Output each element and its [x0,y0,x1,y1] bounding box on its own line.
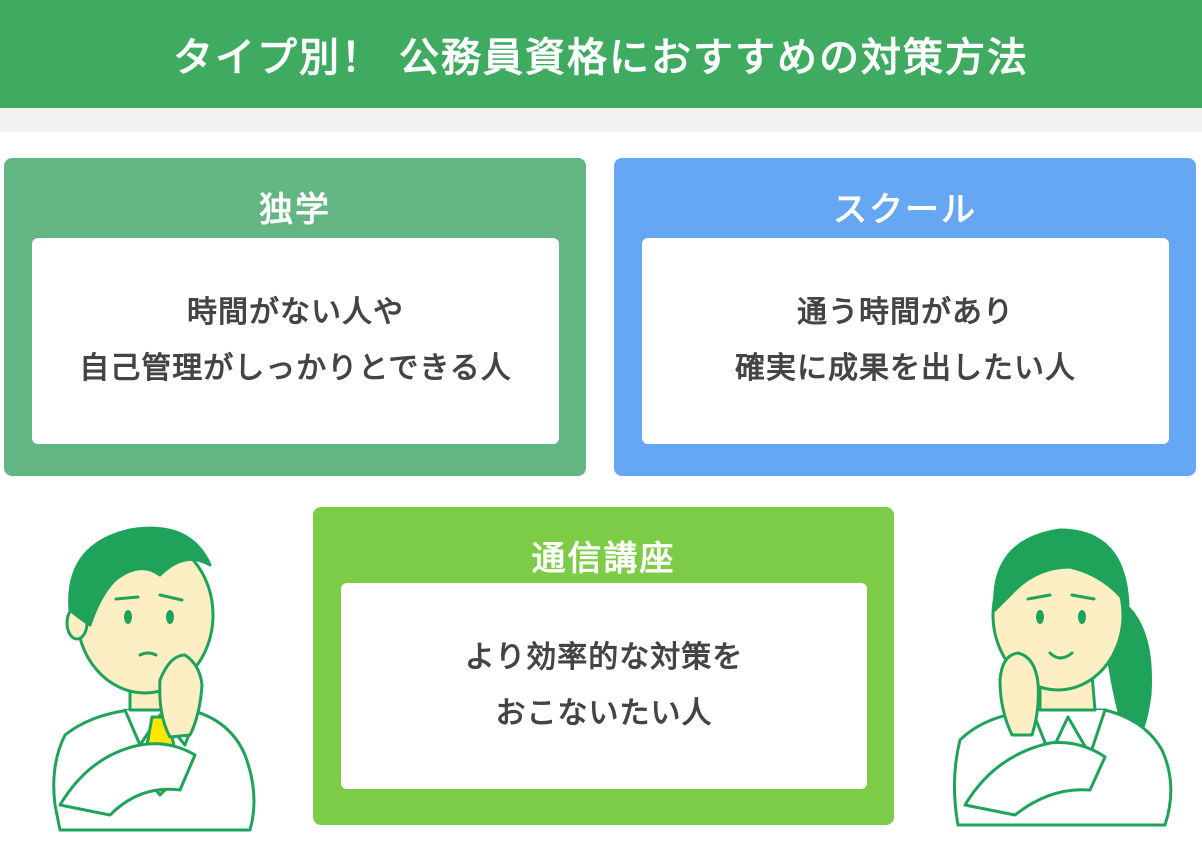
card-self-study-line-2: 自己管理がしっかりとできる人 [79,351,512,386]
header-banner: タイプ別！ 公務員資格におすすめの対策方法 [0,0,1202,108]
thinking-man-icon [52,526,256,832]
card-school-body: 通う時間があり 確実に成果を出したい人 [642,238,1169,444]
page-title: タイプ別！ 公務員資格におすすめの対策方法 [173,35,1029,81]
card-school-line-2: 確実に成果を出したい人 [735,351,1076,386]
card-self-study-title: 独学 [259,190,331,230]
card-self-study-line-1: 時間がない人や [187,295,404,330]
card-correspondence-title: 通信講座 [531,539,676,579]
card-school-title: スクール [833,190,977,230]
card-correspondence: 通信講座 より効率的な対策を おこないたい人 [313,507,894,825]
card-correspondence-body: より効率的な対策を おこないたい人 [341,583,867,789]
card-self-study: 独学 時間がない人や 自己管理がしっかりとできる人 [4,158,586,476]
card-school-line-1: 通う時間があり [797,295,1014,330]
card-self-study-body: 時間がない人や 自己管理がしっかりとできる人 [32,238,559,444]
card-correspondence-line-2: おこないたい人 [495,696,713,731]
header-divider-band [0,108,1202,132]
card-school: スクール 通う時間があり 確実に成果を出したい人 [614,158,1196,476]
card-correspondence-line-1: より効率的な対策を [464,640,744,675]
thinking-woman-icon [952,528,1173,827]
